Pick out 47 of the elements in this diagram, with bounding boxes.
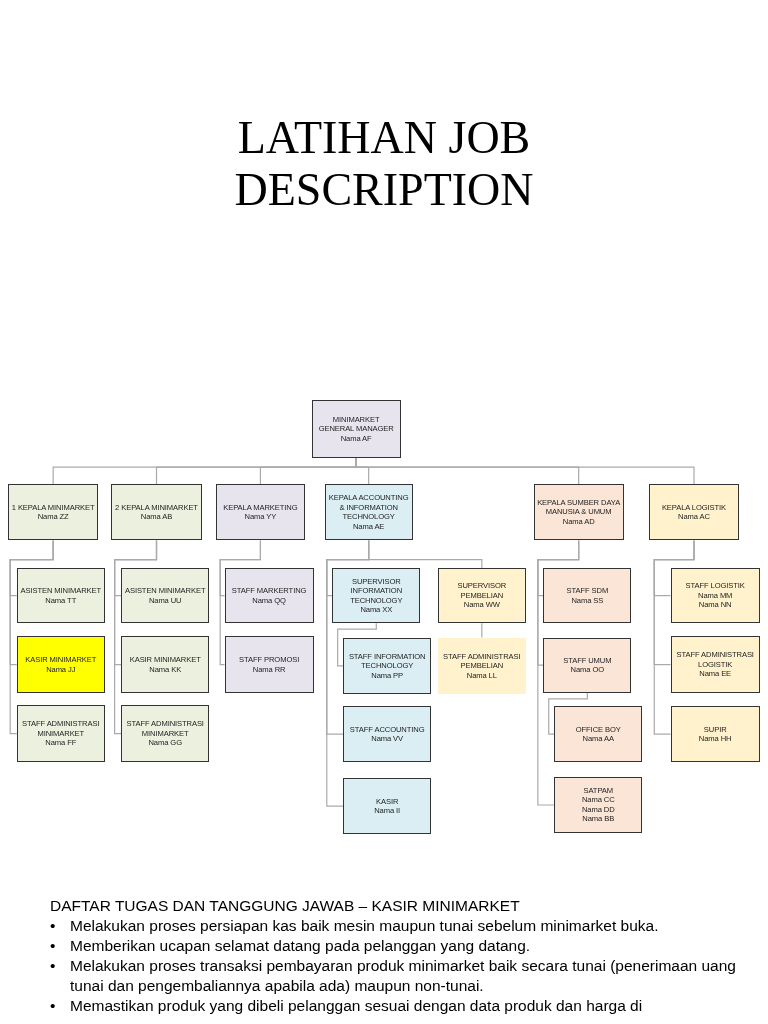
position-box bbox=[554, 706, 643, 763]
position-box bbox=[554, 776, 643, 834]
bullet-icon: • bbox=[50, 996, 56, 1016]
position-box bbox=[121, 636, 210, 693]
position-box bbox=[16, 568, 105, 624]
position-box bbox=[121, 568, 210, 624]
position-box bbox=[224, 636, 314, 693]
section-heading: DAFTAR TUGAS DAN TANGGUNG JAWAB – KASIR MINIMARKET bbox=[50, 896, 521, 916]
connector-line bbox=[355, 457, 695, 485]
position-box bbox=[324, 484, 413, 541]
position-box bbox=[8, 484, 99, 541]
task-text: Melakukan proses persiapan kas baik mesin maupun tunai sebelum minimarket buka. bbox=[70, 916, 660, 936]
position-box bbox=[343, 706, 432, 763]
bullet-icon: • bbox=[50, 956, 56, 976]
page-title: LATIHAN JOB DESCRIPTION bbox=[233, 112, 535, 216]
connector-line bbox=[548, 692, 588, 735]
position-box bbox=[437, 568, 526, 624]
position-box bbox=[311, 400, 401, 458]
position-box bbox=[111, 484, 202, 541]
position-box bbox=[437, 637, 526, 694]
position-box bbox=[215, 484, 305, 541]
connector-line bbox=[653, 539, 695, 735]
position-box bbox=[670, 568, 760, 624]
position-box bbox=[332, 568, 421, 624]
position-box bbox=[670, 636, 760, 693]
bullet-icon: • bbox=[50, 916, 56, 936]
position-box bbox=[16, 636, 105, 693]
position-box bbox=[648, 484, 740, 541]
position-box bbox=[543, 637, 632, 693]
task-text: Memberikan ucapan selamat datang pada pelanggan yang datang. bbox=[70, 936, 532, 956]
position-box bbox=[16, 704, 105, 763]
connector-line bbox=[537, 539, 580, 806]
position-box bbox=[121, 704, 210, 763]
position-box bbox=[343, 637, 432, 694]
task-text: Memastikan produk yang dibeli pelanggan sesuai dengan data produk dan harga di bbox=[70, 996, 644, 1016]
bullet-icon: • bbox=[50, 936, 56, 956]
connector-line bbox=[326, 539, 370, 807]
position-box bbox=[533, 484, 624, 541]
position-box bbox=[670, 706, 760, 763]
position-box bbox=[343, 778, 432, 835]
connector-line bbox=[9, 539, 54, 735]
position-box bbox=[224, 568, 314, 624]
position-box bbox=[543, 568, 632, 624]
connector-line bbox=[114, 539, 158, 735]
connector-line bbox=[219, 539, 262, 666]
task-text: Melakukan proses transaksi pembayaran produk minimarket baik secara tunai (penerimaan uang tunai dan pengembaliannya apabila ada) maupun non-tunai. bbox=[70, 956, 737, 996]
connector-line bbox=[337, 622, 377, 667]
